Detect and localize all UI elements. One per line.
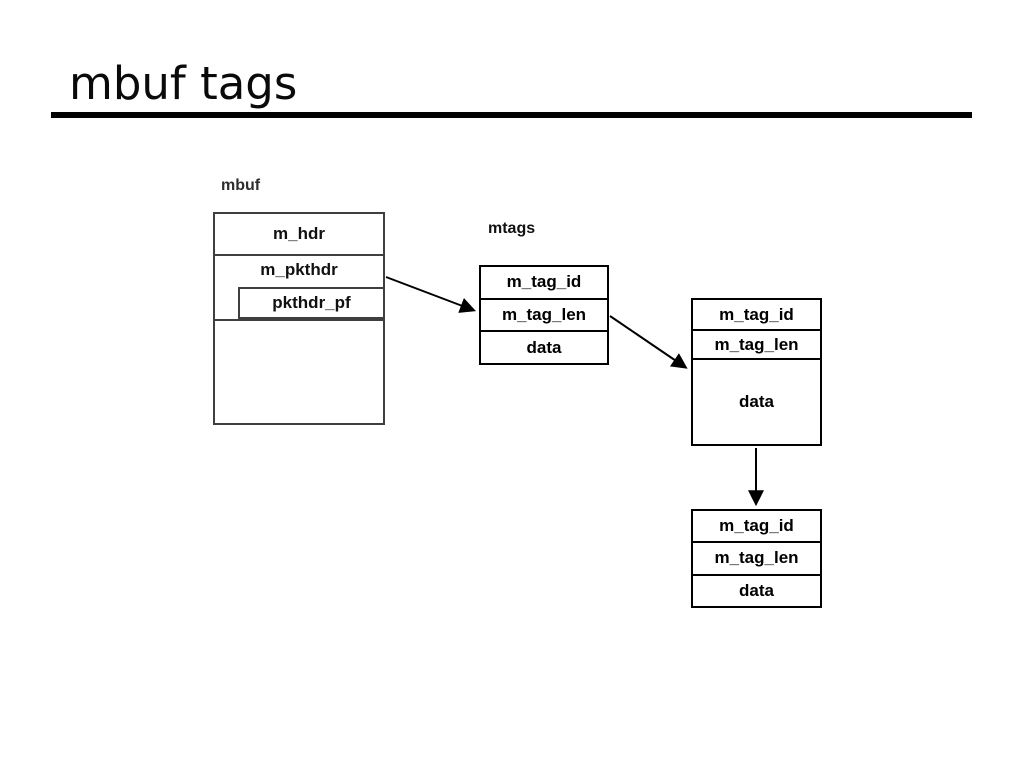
mtag-struct-box-1: m_tag_id m_tag_len data [479, 265, 609, 365]
tag3-row-m-tag-id: m_tag_id [719, 516, 794, 536]
mtag-struct-box-3: m_tag_id m_tag_len data [691, 509, 822, 608]
tag2-row-m-tag-id: m_tag_id [719, 304, 794, 324]
mtags-box-label: mtags [488, 220, 536, 237]
tag1-row-data: data [481, 330, 607, 363]
tag3-row-data: data [693, 573, 820, 606]
tag3-row-m-tag-len: m_tag_len [693, 541, 820, 573]
arrow-tag1-to-tag2 [609, 315, 688, 369]
mbuf-section-divider [213, 319, 385, 321]
arrow-pkthdr-pf-to-tag1 [385, 276, 476, 313]
tag2-row-data: data [693, 358, 820, 444]
pkthdr-pf-nested-box: pkthdr_pf [238, 287, 385, 319]
mbuf-row-m-pkthdr: m_pkthdr [260, 260, 338, 279]
mbuf-struct-box: m_hdr m_pkthdr pkthdr_pf [213, 212, 385, 425]
mbuf-row-m-hdr: m_hdr [215, 214, 383, 256]
mtag-struct-box-2: m_tag_id m_tag_len data [691, 298, 822, 446]
tag1-row-m-tag-id: m_tag_id [506, 272, 582, 292]
title-underline-rule [51, 112, 972, 118]
page-title: mbuf tags [69, 57, 298, 110]
mbuf-box-label: mbuf [221, 177, 261, 194]
tag2-row-m-tag-len: m_tag_len [693, 329, 820, 358]
tag1-row-m-tag-len: m_tag_len [481, 297, 607, 331]
